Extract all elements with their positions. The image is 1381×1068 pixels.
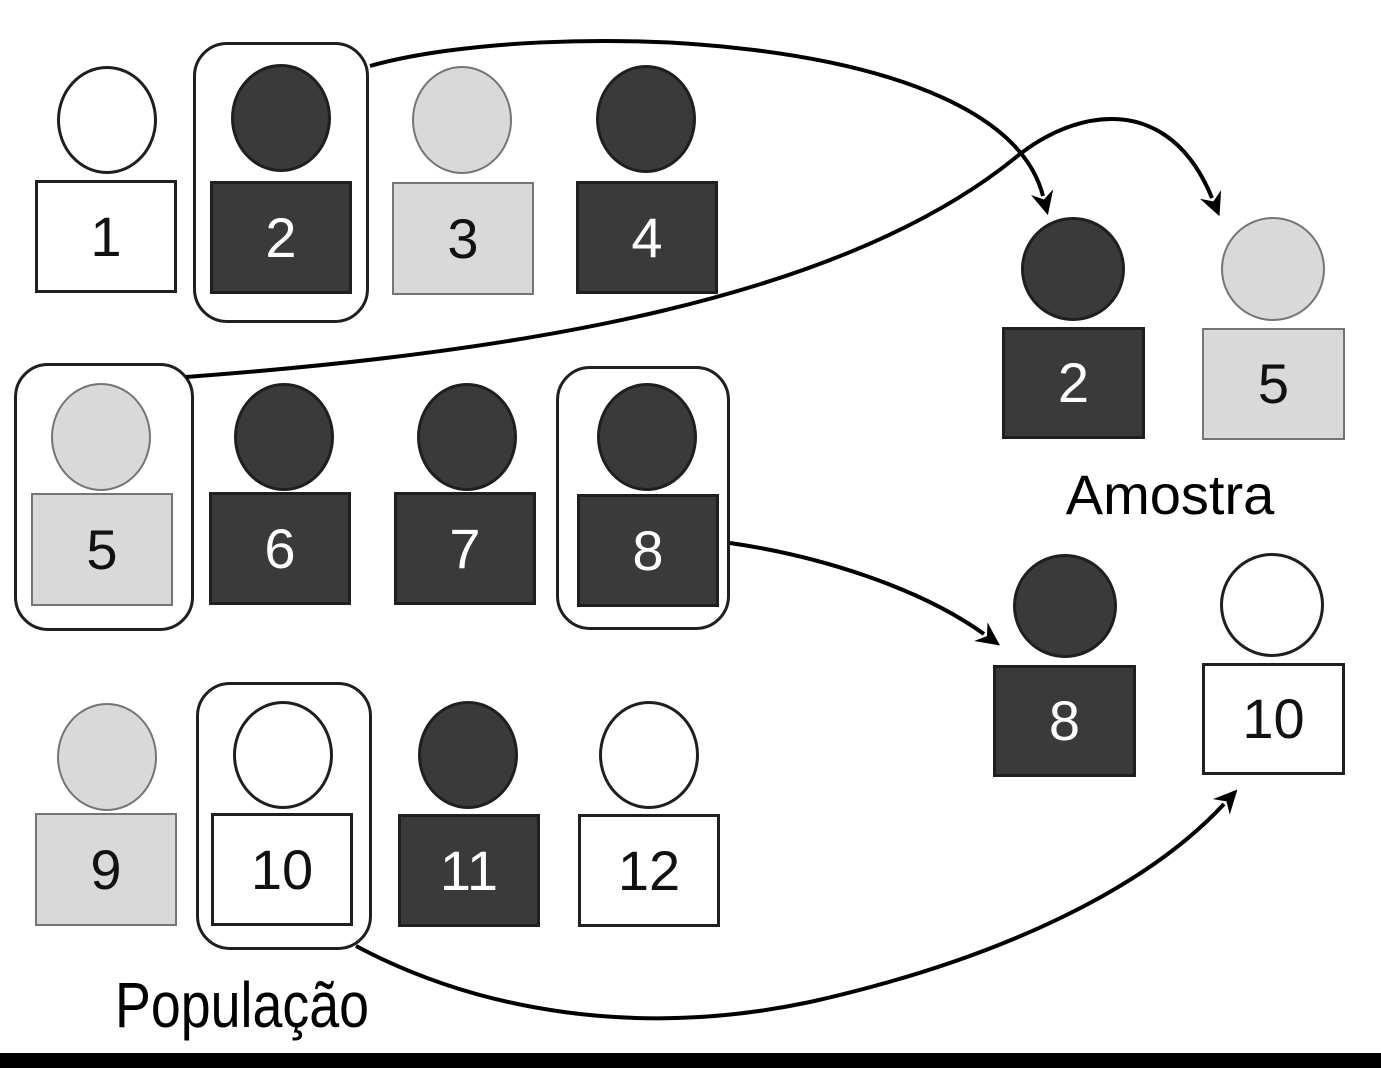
person-head-icon [234, 383, 334, 491]
person-body: 3 [392, 182, 534, 295]
person-number: 10 [1242, 687, 1305, 750]
person-body: 12 [578, 814, 720, 927]
person-number: 12 [617, 838, 681, 902]
person-body: 4 [576, 181, 718, 294]
person-head-icon [1220, 553, 1324, 657]
person-number: 7 [449, 516, 481, 580]
person-number: 4 [631, 205, 663, 269]
person-body: 8 [577, 494, 719, 607]
person-body: 9 [35, 813, 177, 926]
person-number: 11 [439, 838, 499, 902]
person-body: 5 [31, 493, 173, 606]
person-head-icon [1021, 217, 1125, 321]
person-number: 10 [250, 837, 314, 901]
person-head-icon [597, 383, 697, 491]
person-head-icon [596, 65, 696, 173]
person-number: 3 [447, 206, 479, 270]
person-body: 1 [35, 180, 177, 293]
person-body: 2 [210, 181, 352, 294]
selection-arrow-8-to-sample-8 [729, 541, 1001, 646]
person-head-icon [57, 66, 157, 174]
person-body: 10 [1202, 663, 1345, 775]
person-body: 5 [1202, 328, 1345, 440]
person-head-icon [57, 703, 157, 811]
sample-label: Amostra [1065, 463, 1275, 526]
population-label: População [114, 969, 370, 1041]
person-head-icon [417, 383, 517, 491]
person-number: 5 [1257, 352, 1290, 415]
person-body: 7 [394, 492, 536, 605]
person-number: 5 [86, 517, 118, 581]
person-head-icon [1221, 217, 1325, 321]
person-number: 8 [1048, 689, 1081, 752]
person-head-icon [1013, 554, 1117, 658]
bottom-border-bar [0, 1053, 1381, 1068]
person-number: 6 [264, 516, 296, 580]
person-head-icon [418, 701, 518, 809]
person-number: 2 [1057, 351, 1090, 414]
person-head-icon [599, 701, 699, 809]
person-body: 2 [1002, 327, 1145, 439]
person-number: 2 [265, 205, 297, 269]
person-head-icon [231, 64, 331, 172]
person-head-icon [412, 66, 512, 174]
person-body: 11 [398, 814, 540, 927]
selection-outline [14, 363, 194, 631]
person-number: 9 [90, 837, 122, 901]
person-head-icon [233, 701, 333, 809]
person-number: 1 [90, 204, 122, 268]
person-number: 8 [632, 518, 664, 582]
person-head-icon [51, 383, 151, 491]
person-body: 6 [209, 492, 351, 605]
person-body: 8 [993, 665, 1136, 777]
person-body: 10 [211, 813, 353, 926]
